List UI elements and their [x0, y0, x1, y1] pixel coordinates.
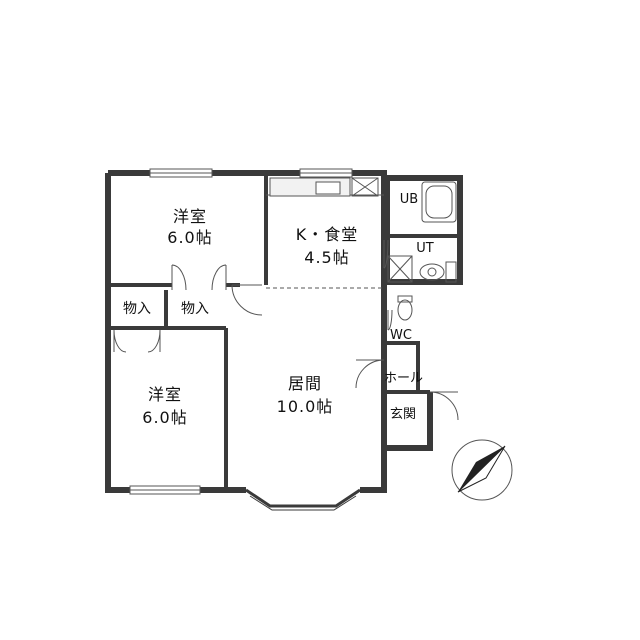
- windows: [129, 168, 353, 495]
- bay-window: [245, 488, 361, 511]
- room-name-storage-right: 物入: [181, 301, 209, 317]
- room-name-living: 居間: [287, 374, 322, 393]
- room-name-hall: ホール: [384, 371, 424, 386]
- doors: [113, 239, 459, 421]
- room-name-toilet: WC: [390, 328, 412, 343]
- room-name-bath: UB: [399, 192, 419, 207]
- room-name-western-top: 洋室: [172, 207, 207, 226]
- interior-walls: [108, 173, 460, 490]
- room-name-western-bottom: 洋室: [147, 385, 182, 404]
- north-arrow-icon: [451, 439, 513, 501]
- room-size-western-bottom: 6.0帖: [142, 408, 188, 427]
- room-size-living: 10.0帖: [276, 397, 334, 416]
- room-name-utility: UT: [416, 241, 434, 256]
- fixtures: [397, 181, 457, 321]
- room-size-kitchen: 4.5帖: [304, 248, 350, 267]
- room-size-western-top: 6.0帖: [167, 228, 213, 247]
- room-name-storage-left: 物入: [123, 301, 151, 317]
- room-name-entrance: 玄関: [389, 407, 416, 422]
- thin-lines: [266, 177, 413, 289]
- room-name-kitchen: K・食堂: [295, 225, 359, 244]
